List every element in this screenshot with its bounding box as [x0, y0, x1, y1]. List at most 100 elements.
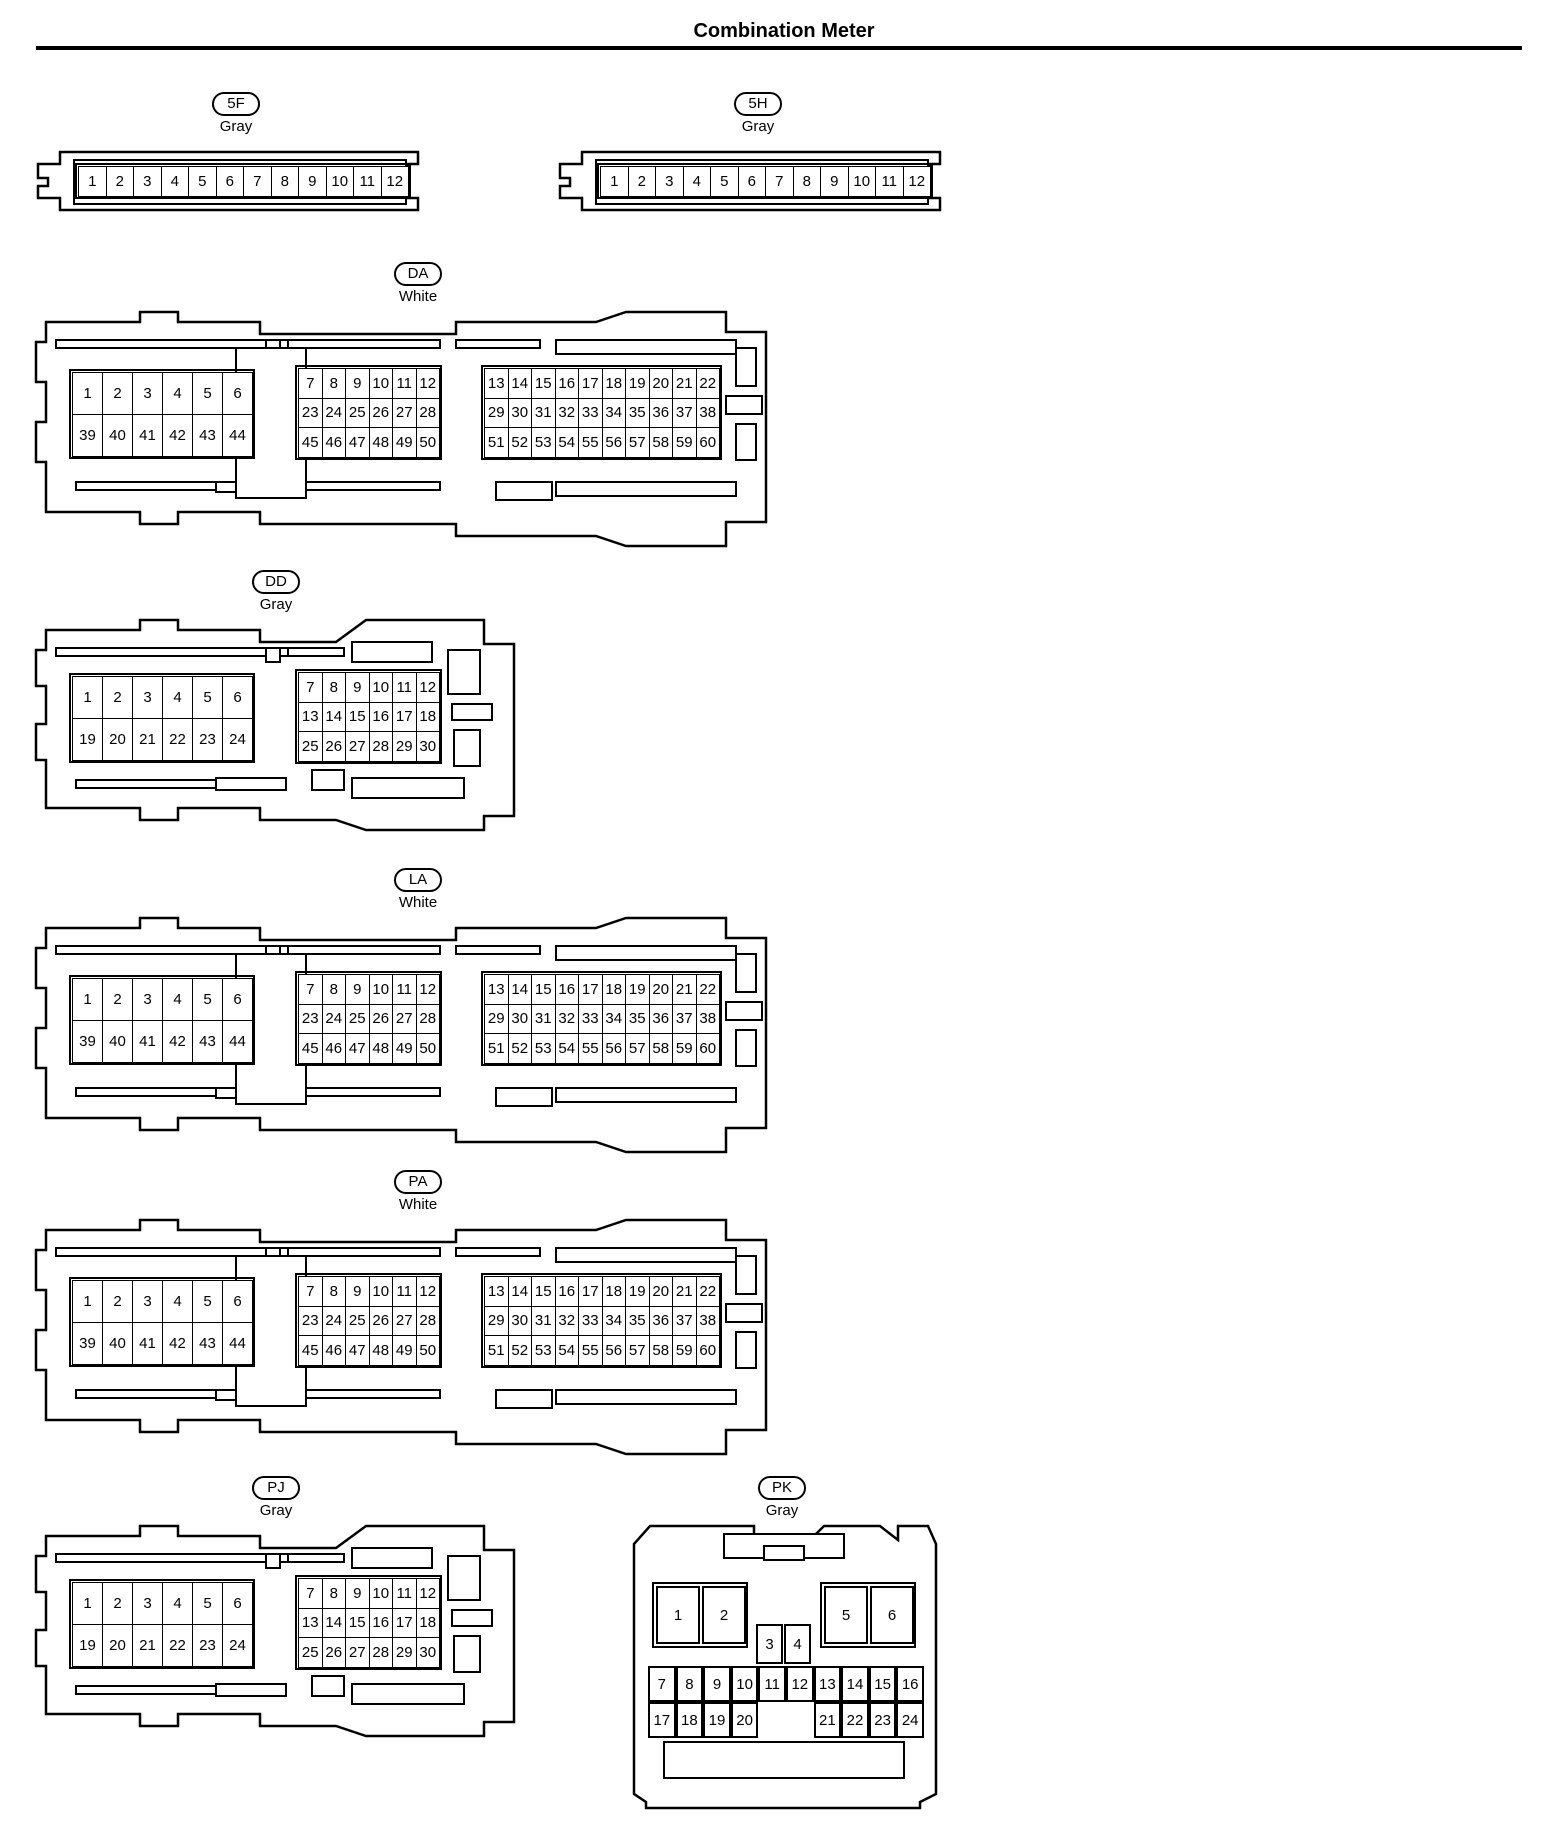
- pin-cell: 22: [695, 1276, 720, 1307]
- housing-slot: [447, 649, 481, 695]
- housing-slot: [297, 481, 441, 491]
- pin-cell: 28: [368, 1637, 393, 1668]
- pin-cell: 44: [222, 1322, 253, 1365]
- pin-cell: 26: [321, 731, 346, 762]
- pin-block: [597, 163, 933, 199]
- pin-cell: 10: [368, 974, 393, 1005]
- pin-cell: 23: [298, 1305, 323, 1336]
- housing-slot: [735, 1029, 757, 1067]
- pin-cell: 53: [531, 1033, 556, 1064]
- pin-cell: 27: [392, 1305, 417, 1336]
- housing-slot: [495, 1389, 553, 1409]
- housing-slot: [265, 647, 281, 663]
- pin-cell: 35: [625, 397, 650, 428]
- pin-cell: 12: [415, 974, 440, 1005]
- pin-cell: 15: [531, 368, 556, 399]
- pin-cell: 18: [415, 1607, 440, 1638]
- pin-cell: 26: [321, 1637, 346, 1668]
- pin-cell: 46: [321, 1335, 346, 1366]
- pin-cell: 5: [192, 1582, 223, 1625]
- pin-cell: 9: [703, 1666, 731, 1702]
- pin-cell: 18: [601, 974, 626, 1005]
- pin-cell: 6: [222, 372, 253, 415]
- pin-cell: 4: [162, 1582, 193, 1625]
- pin-cell: 58: [648, 1033, 673, 1064]
- page-title: Combination Meter: [693, 20, 875, 42]
- housing-slot: [555, 1247, 737, 1263]
- pin-cell: 9: [345, 368, 370, 399]
- pin-cell: 36: [648, 1305, 673, 1336]
- pin-cell: 27: [345, 731, 370, 762]
- connector-id-tag: DA: [394, 262, 442, 286]
- pin-cell: 29: [392, 731, 417, 762]
- pin-cell: 7: [298, 672, 323, 703]
- pin-cell: 56: [601, 1335, 626, 1366]
- pin-cell: 51: [484, 1335, 509, 1366]
- pin-cell: 24: [896, 1702, 924, 1738]
- pin-cell: 34: [601, 397, 626, 428]
- pin-cell: 13: [484, 1276, 509, 1307]
- housing-slot: [55, 339, 293, 349]
- pin-cell: 47: [345, 427, 370, 458]
- pin-cell: 1: [72, 676, 103, 719]
- pin-cell: 17: [578, 1276, 603, 1307]
- pin-cell: 53: [531, 1335, 556, 1366]
- pin-cell: 43: [192, 1020, 223, 1063]
- housing-slot: [287, 945, 441, 955]
- pin-cell: 55: [578, 1335, 603, 1366]
- housing-slot: [75, 779, 217, 789]
- housing-slot: [453, 1635, 481, 1673]
- pin-cell: 54: [554, 1335, 579, 1366]
- pin-cell: 20: [102, 718, 133, 761]
- pin-cell: 25: [298, 1637, 323, 1668]
- pin-cell: 39: [72, 414, 103, 457]
- pin-cell: 19: [72, 1624, 103, 1667]
- housing-slot: [215, 777, 287, 791]
- pin-cell: 1: [72, 372, 103, 415]
- pin-cell: 24: [222, 1624, 253, 1667]
- pin-cell: 10: [325, 166, 354, 197]
- pin-cell: 13: [298, 1607, 323, 1638]
- pin-cell: 3: [132, 372, 163, 415]
- pin-cell: 22: [162, 718, 193, 761]
- pin-cell: 60: [695, 427, 720, 458]
- pin-cell: 21: [672, 368, 697, 399]
- pin-cell: 59: [672, 427, 697, 458]
- pin-cell: 8: [270, 166, 299, 197]
- pin-cell: 44: [222, 414, 253, 457]
- pin-cell: 4: [160, 166, 189, 197]
- pin-cell: 5: [192, 676, 223, 719]
- pin-cell: 57: [625, 1033, 650, 1064]
- pin-cell: 19: [72, 718, 103, 761]
- pin-cell: 49: [392, 1033, 417, 1064]
- pin-cell: 11: [758, 1666, 786, 1702]
- pin-cell: 11: [392, 1578, 417, 1609]
- pin-cell: 37: [672, 397, 697, 428]
- pin-cell: 1: [72, 978, 103, 1021]
- pin-cell: 21: [672, 974, 697, 1005]
- pin-cell: 58: [648, 427, 673, 458]
- pin-cell: 57: [625, 427, 650, 458]
- pin-cell: 48: [368, 427, 393, 458]
- pin-cell: 2: [702, 1586, 746, 1644]
- connector-color-label: Gray: [259, 596, 293, 613]
- housing-slot: [763, 1545, 805, 1561]
- pin-cell: 17: [392, 1607, 417, 1638]
- pin-cell: 25: [345, 1003, 370, 1034]
- pin-cell: 11: [392, 672, 417, 703]
- pin-cell: 13: [813, 1666, 842, 1702]
- connector-id-tag: 5H: [734, 92, 782, 116]
- connector-color-label: Gray: [765, 1502, 799, 1519]
- pin-cell: 58: [648, 1335, 673, 1366]
- connector-id-tag: PJ: [252, 1476, 300, 1500]
- pin-cell: 21: [132, 718, 163, 761]
- pin-block: [652, 1582, 748, 1648]
- housing-slot: [75, 1087, 217, 1097]
- pin-cell: 17: [392, 701, 417, 732]
- housing-slot: [735, 953, 757, 993]
- pin-cell: 16: [368, 701, 393, 732]
- pin-cell: 5: [188, 166, 217, 197]
- pin-cell: 5: [192, 372, 223, 415]
- pin-cell: 5: [192, 978, 223, 1021]
- housing-slot: [75, 1685, 217, 1695]
